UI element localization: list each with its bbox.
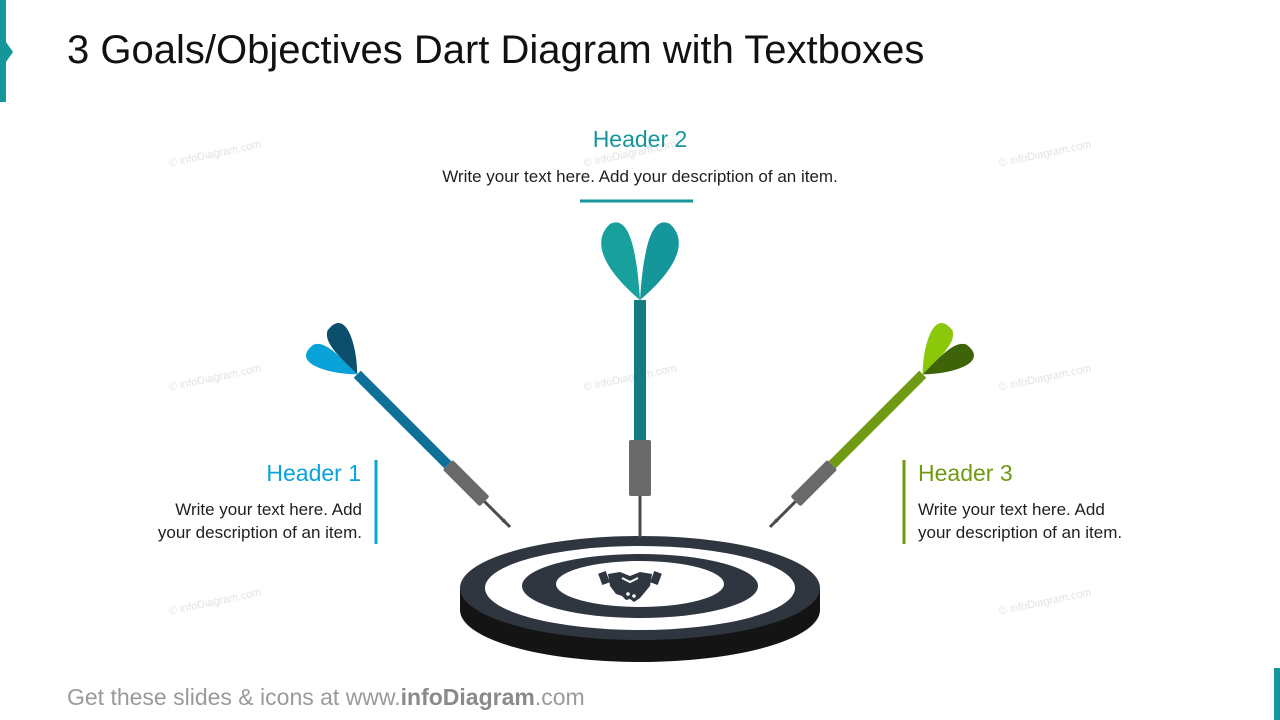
header-1-description-line: Write your text here. Add [175,500,362,519]
footer-prefix: Get these slides & icons at www. [67,684,401,710]
dart-2 [601,222,679,538]
footer-brand: infoDiagram [400,684,535,710]
footer-credit: Get these slides & icons at www.infoDiag… [67,684,585,711]
header-3-title: Header 3 [918,460,1013,486]
dartboard [460,536,820,662]
dart-1 [306,323,512,529]
header-3-description: Write your text here. Add your descripti… [918,498,1218,544]
header-2-description: Write your text here. Add your descripti… [442,167,838,186]
header-2-title: Header 2 [592,126,688,152]
page-title: 3 Goals/Objectives Dart Diagram with Tex… [67,28,925,72]
footer-suffix: .com [534,684,585,710]
header-1-title: Header 1 [266,460,361,486]
header-3-description-line: Write your text here. Add [918,500,1105,519]
header-3-description-line: your description of an item. [918,523,1123,542]
handshake-icon [598,570,662,602]
left-accent-bar [0,0,6,102]
right-accent-bar [1274,668,1280,720]
header-1-description: Write your text here. Add your descripti… [80,498,362,544]
header-1-description-line: your description of an item. [157,523,362,542]
left-accent-notch [6,42,13,62]
dart-3 [768,323,974,529]
